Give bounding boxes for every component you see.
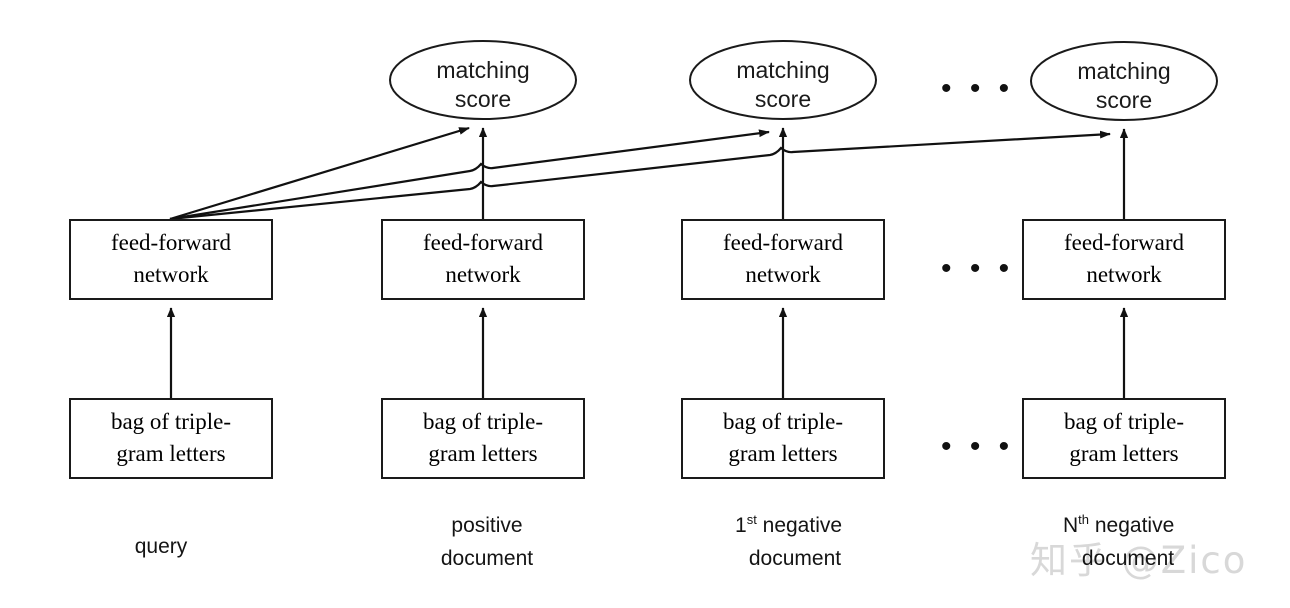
input-node-group-2[interactable]: bag of triple- gram letters <box>381 398 585 479</box>
ffn-label-2-line1: feed-forward <box>423 230 544 255</box>
score-node-group-2[interactable]: matching score <box>689 40 877 120</box>
ffn-label-2-line2: network <box>445 262 521 287</box>
input-label-2-line1: bag of triple- <box>423 409 543 434</box>
input-box-2[interactable] <box>381 398 585 479</box>
edge-query-to-score-1 <box>169 126 470 221</box>
caption-first-negative-ordinal: 1 <box>735 514 747 537</box>
input-label-3-line1: bag of triple- <box>723 409 843 434</box>
ffn-label-3-line2: network <box>745 262 821 287</box>
caption-nth-negative-line1: Nth negative <box>1063 512 1174 537</box>
caption-nth-negative-sup: th <box>1078 512 1089 527</box>
score-node-group-3[interactable]: matching score <box>1030 41 1218 121</box>
caption-nth-negative-rest: negative <box>1089 514 1174 537</box>
input-label-2-line2: gram letters <box>428 441 537 466</box>
caption-group-query: query <box>135 535 188 558</box>
input-box-4[interactable] <box>1022 398 1226 479</box>
ffn-box-2[interactable] <box>381 219 585 300</box>
score-label-1-line2: score <box>455 86 511 112</box>
caption-positive-line1: positive <box>451 514 522 537</box>
input-node-group-1[interactable]: bag of triple- gram letters <box>69 398 273 479</box>
input-label-4-line2: gram letters <box>1069 441 1178 466</box>
ffn-node-group-4[interactable]: feed-forward network <box>1022 219 1226 300</box>
ffn-box-1[interactable] <box>69 219 273 300</box>
caption-first-negative-sup: st <box>747 512 758 527</box>
caption-nth-negative-ordinal: N <box>1063 514 1078 537</box>
edge-query-to-score-3 <box>169 130 1111 221</box>
caption-group-first-negative: 1st negative document <box>735 512 842 570</box>
caption-query-line1: query <box>135 535 188 558</box>
caption-nth-negative-line2: document <box>1082 547 1174 570</box>
ffn-node-group-2[interactable]: feed-forward network <box>381 219 585 300</box>
input-box-3[interactable] <box>681 398 885 479</box>
score-label-3-line1: matching <box>1077 58 1170 84</box>
input-label-3-line2: gram letters <box>728 441 837 466</box>
score-node-group-1[interactable]: matching score <box>389 40 577 120</box>
caption-group-positive: positive document <box>441 514 533 570</box>
caption-first-negative-line2: document <box>749 547 841 570</box>
input-label-1-line1: bag of triple- <box>111 409 231 434</box>
ffn-box-4[interactable] <box>1022 219 1226 300</box>
ellipsis-score-row: • • • <box>941 72 1014 105</box>
input-node-group-4[interactable]: bag of triple- gram letters <box>1022 398 1226 479</box>
ellipsis-ffn-row: • • • <box>941 252 1014 285</box>
ffn-label-4-line1: feed-forward <box>1064 230 1185 255</box>
ellipsis-input-row: • • • <box>941 430 1014 463</box>
caption-positive-line2: document <box>441 547 533 570</box>
caption-group-nth-negative: Nth negative document <box>1063 512 1174 570</box>
caption-first-negative-rest: negative <box>757 514 842 537</box>
score-label-3-line2: score <box>1096 87 1152 113</box>
score-label-2-line2: score <box>755 86 811 112</box>
score-label-2-line1: matching <box>736 57 829 83</box>
input-label-1-line2: gram letters <box>116 441 225 466</box>
ffn-label-3-line1: feed-forward <box>723 230 844 255</box>
ffn-node-group-3[interactable]: feed-forward network <box>681 219 885 300</box>
input-label-4-line1: bag of triple- <box>1064 409 1184 434</box>
ffn-label-4-line2: network <box>1086 262 1162 287</box>
edge-query-to-score-2 <box>169 129 770 221</box>
input-box-1[interactable] <box>69 398 273 479</box>
ffn-label-1-line2: network <box>133 262 209 287</box>
ffn-label-1-line1: feed-forward <box>111 230 232 255</box>
input-node-group-3[interactable]: bag of triple- gram letters <box>681 398 885 479</box>
score-ellipse-3[interactable] <box>1030 41 1218 121</box>
ffn-node-group-1[interactable]: feed-forward network <box>69 219 273 300</box>
ffn-box-3[interactable] <box>681 219 885 300</box>
score-label-1-line1: matching <box>436 57 529 83</box>
score-ellipse-1[interactable] <box>389 40 577 120</box>
score-ellipse-2[interactable] <box>689 40 877 120</box>
watermark-label: 知乎 @Zico <box>1030 539 1247 582</box>
caption-first-negative-line1: 1st negative <box>735 512 842 537</box>
